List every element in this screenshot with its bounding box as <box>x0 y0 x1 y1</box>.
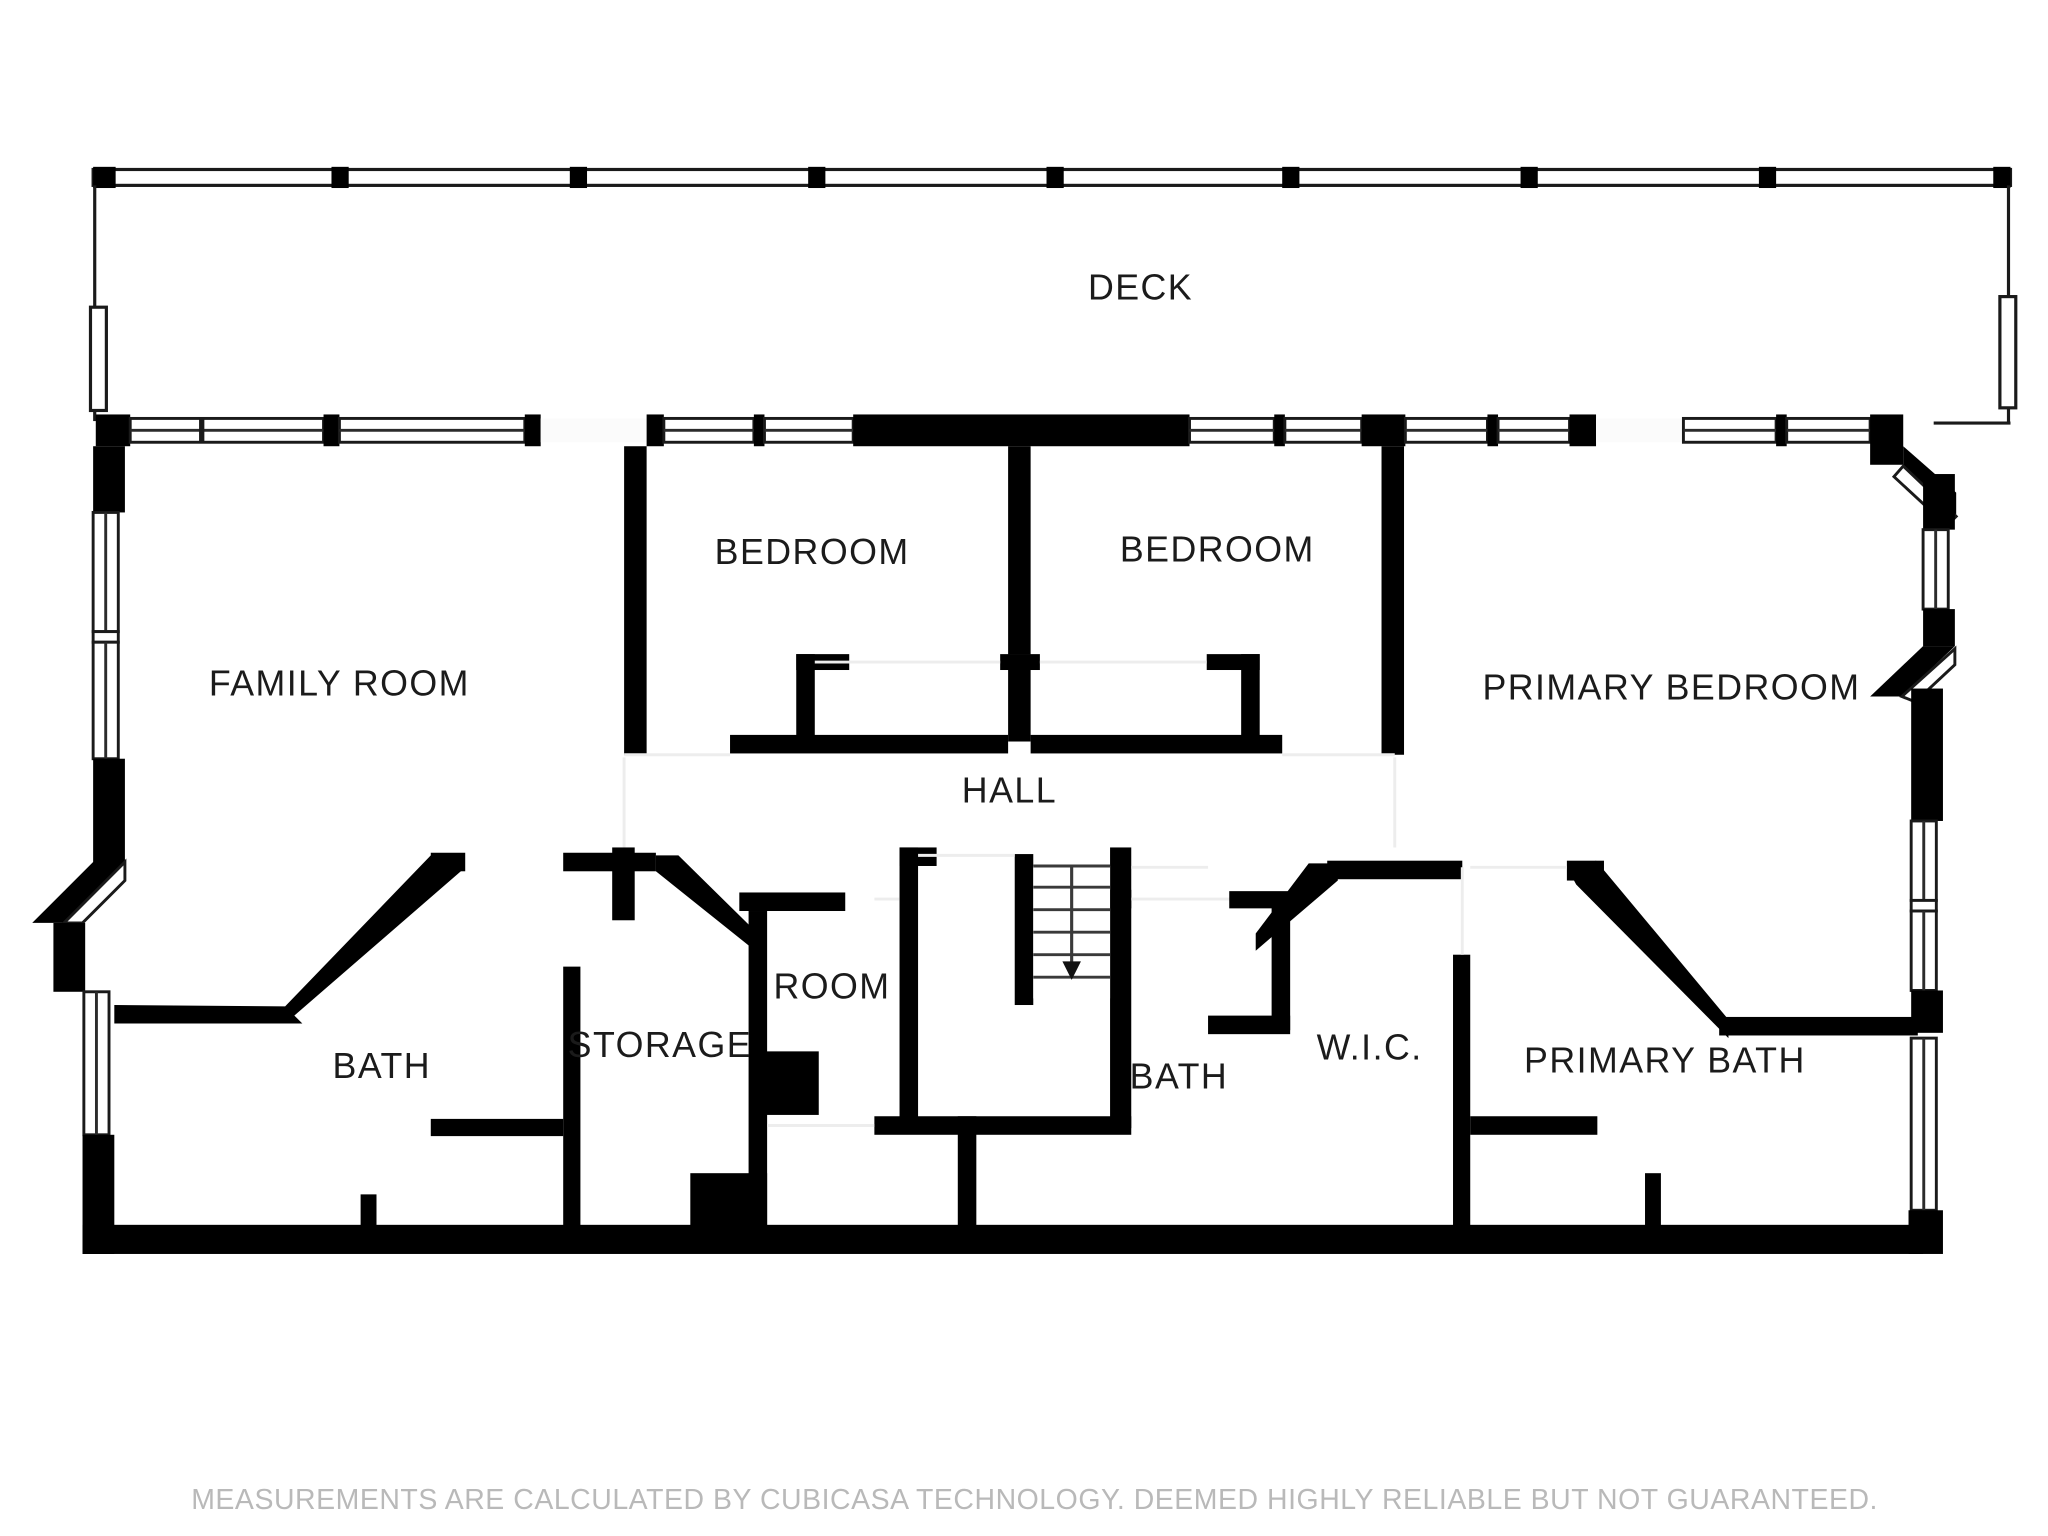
window-fr-1 <box>128 416 325 444</box>
window-right-2 <box>1909 819 1938 992</box>
window-primary-4 <box>1785 416 1872 444</box>
window-right-3 <box>1909 1036 1938 1212</box>
window-primary-1 <box>1403 416 1489 444</box>
label-wic: W.I.C. <box>1317 1027 1423 1067</box>
left-exterior-wall <box>32 446 127 1254</box>
window-bed-left-2 <box>763 416 855 444</box>
window-primary-2 <box>1496 416 1572 444</box>
deck-area: DECK <box>88 166 2018 425</box>
label-bath-center: BATH <box>1130 1057 1229 1097</box>
window-bed-right-2 <box>1283 416 1364 444</box>
right-interior-walls <box>1131 860 1918 1228</box>
label-room: ROOM <box>773 967 890 1007</box>
window-primary-3 <box>1681 416 1778 444</box>
label-family-room: FAMILY ROOM <box>209 663 470 703</box>
house-top-window-wall <box>95 414 1904 465</box>
deck-railing-posts <box>93 166 2011 189</box>
window-right-1 <box>1921 528 1950 611</box>
window-bed-left-1 <box>662 416 756 444</box>
room-labels: FAMILY ROOM BEDROOM BEDROOM PRIMARY BEDR… <box>209 530 1860 1097</box>
label-bedroom-left: BEDROOM <box>715 532 910 572</box>
label-primary-bath: PRIMARY BATH <box>1524 1041 1806 1081</box>
label-deck: DECK <box>1088 267 1193 307</box>
left-interior-walls <box>114 847 846 1229</box>
label-primary-bedroom: PRIMARY BEDROOM <box>1482 667 1860 707</box>
footer-disclaimer: MEASUREMENTS ARE CALCULATED BY CUBICASA … <box>191 1484 1878 1516</box>
label-bath-left: BATH <box>333 1046 432 1086</box>
hall-openings <box>622 753 1397 848</box>
right-exterior-wall <box>1870 446 1959 1254</box>
stair-down-arrow-icon <box>1062 865 1081 980</box>
center-room-and-stairs <box>767 847 1246 1228</box>
label-storage: STORAGE <box>568 1025 752 1065</box>
window-left-wall <box>91 510 120 761</box>
window-fr-2 <box>337 416 527 444</box>
label-bedroom-right: BEDROOM <box>1120 530 1315 570</box>
window-lower-left <box>82 990 111 1137</box>
window-bed-right-1 <box>1188 416 1276 444</box>
label-hall: HALL <box>962 771 1057 811</box>
bedroom-partitions <box>624 446 1405 755</box>
bedroom-closets <box>730 654 1283 754</box>
bottom-exterior-wall <box>82 1224 1924 1254</box>
